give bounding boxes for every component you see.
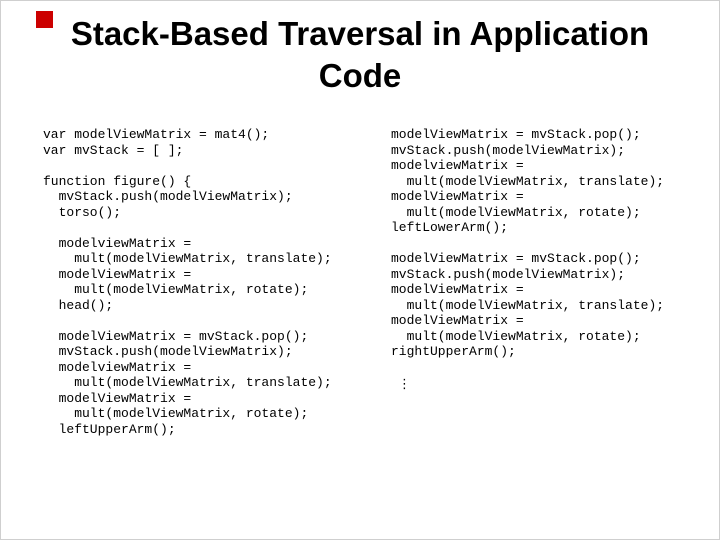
- title-line-1: Stack-Based Traversal in Application: [70, 15, 650, 52]
- code-block-left-column: var modelViewMatrix = mat4(); var mvStac…: [43, 127, 332, 437]
- title-line-2: Code: [318, 57, 402, 94]
- slide-title: Stack-Based Traversal in Application Cod…: [1, 13, 719, 97]
- red-square-decoration: [36, 11, 53, 28]
- vertical-ellipsis: ⋮: [398, 377, 411, 392]
- code-block-right-column: modelViewMatrix = mvStack.pop(); mvStack…: [391, 127, 665, 359]
